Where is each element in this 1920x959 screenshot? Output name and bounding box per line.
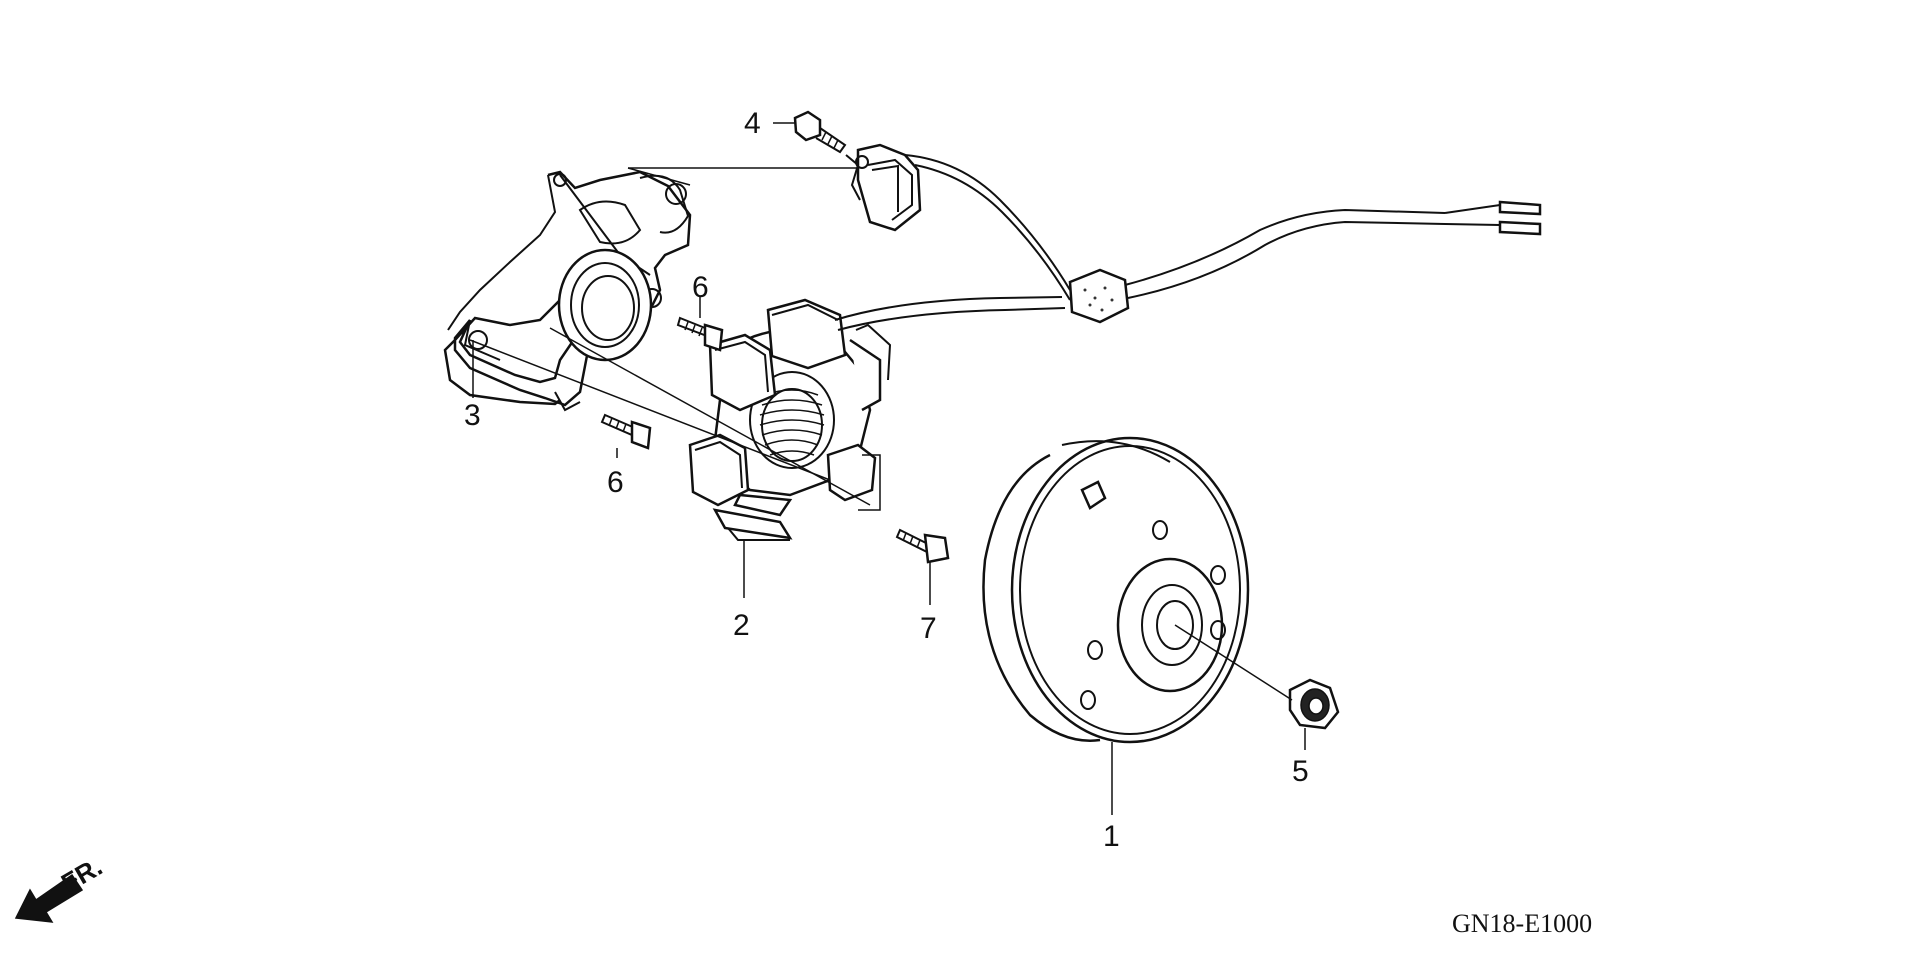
leader-lines <box>469 122 1306 815</box>
front-direction-marker: FR. <box>14 851 107 923</box>
wire-harness <box>1068 200 1542 324</box>
callout-5: 5 <box>1292 755 1309 788</box>
callout-1: 1 <box>1103 820 1120 853</box>
diagram-code: GN18-E1000 <box>1452 909 1592 938</box>
callout-7: 7 <box>920 612 937 645</box>
bolt-4 <box>793 110 847 154</box>
callout-6-lower: 6 <box>607 466 624 499</box>
bolt-7 <box>895 528 950 564</box>
base-plate <box>443 170 692 412</box>
stator-coil <box>688 296 1066 541</box>
front-arrow-icon <box>14 873 84 923</box>
flange-nut <box>1288 678 1340 730</box>
screw-6-upper <box>676 316 724 352</box>
callout-2: 2 <box>733 609 750 642</box>
flywheel <box>982 436 1250 744</box>
callout-4: 4 <box>744 107 761 140</box>
callout-6-upper: 6 <box>692 271 709 304</box>
pulse-generator <box>845 143 1071 301</box>
screw-6-lower <box>600 413 652 450</box>
callout-3: 3 <box>464 399 481 432</box>
